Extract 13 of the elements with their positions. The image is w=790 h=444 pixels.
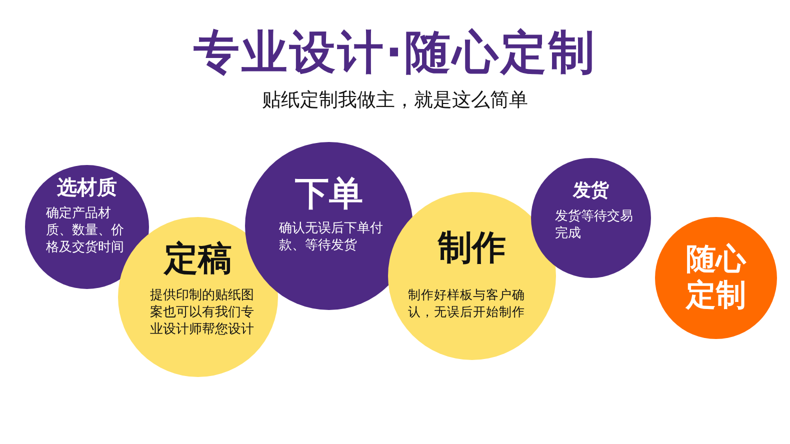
step-description: 确认无误后下单付款、等待发货 [279, 220, 384, 254]
step-title: 制作 [436, 228, 507, 269]
step-title: 发货 [572, 180, 610, 202]
subtitle: 贴纸定制我做主，就是这么简单 [261, 88, 529, 112]
step-title: 选材质 [56, 175, 118, 199]
step-description: 发货等待交易完成 [555, 208, 634, 242]
step-title: 下单 [294, 174, 364, 215]
step-description: 制作好样板与客户确认，无误后开始制作 [408, 286, 526, 320]
step-description: 确定产品材质、数量、价格及交货时间 [46, 205, 125, 256]
title: 专业设计·随心定制 [192, 24, 598, 80]
step-title: 定稿 [162, 239, 233, 280]
step-title: 随心定制 [684, 242, 748, 314]
step-description: 提供印制的贴纸图案也可以有我们专业设计师帮您设计 [150, 287, 255, 338]
